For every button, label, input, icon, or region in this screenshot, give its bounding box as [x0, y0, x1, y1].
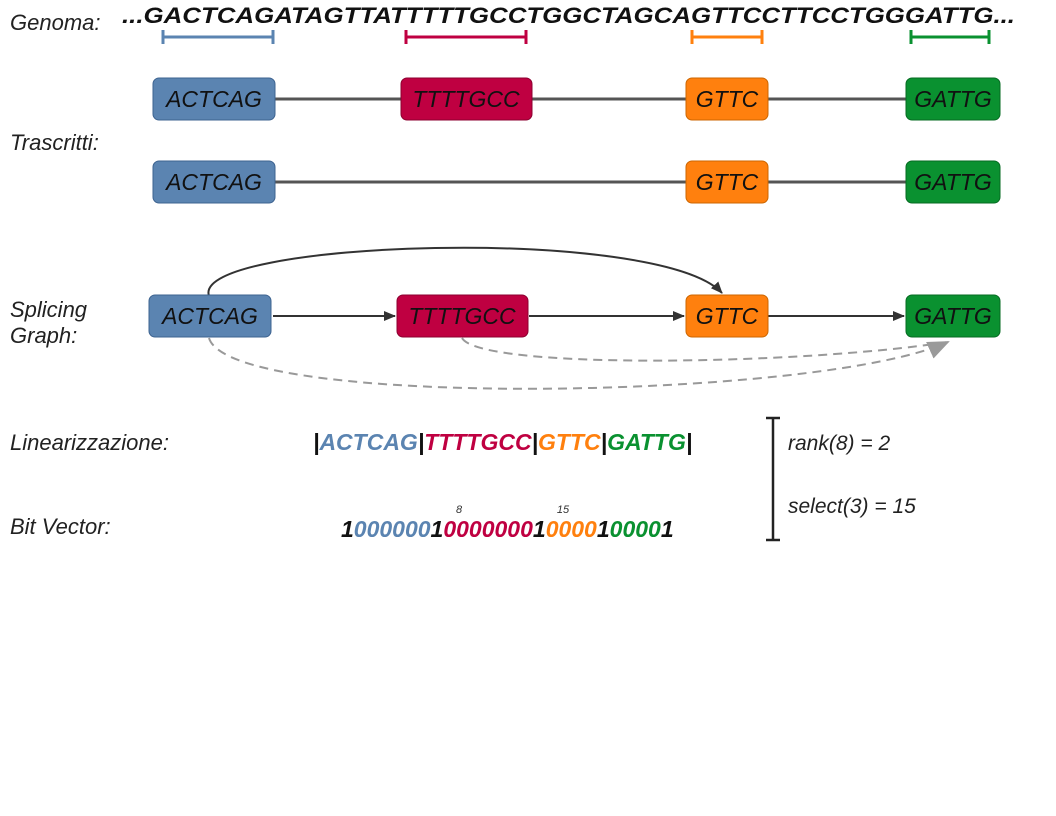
splicing-graph-edges [207, 246, 950, 390]
node-label: GATTG [914, 303, 992, 329]
bit-vector-string: 10000001000000010000100001 [341, 516, 674, 542]
separator: | [532, 429, 538, 455]
exon-label: ACTCAG [164, 86, 262, 112]
separator: | [418, 429, 424, 455]
operations-divider [766, 416, 780, 542]
node-gattg: GATTG [905, 294, 1001, 338]
bitvector-label: Bit Vector: [10, 514, 111, 539]
genome-exon-brackets [161, 30, 991, 44]
node-actcag: ACTCAG [148, 294, 272, 338]
bit-one: 1 [341, 516, 354, 542]
bit-one: 1 [661, 516, 674, 542]
separator: | [601, 429, 607, 455]
exon-label: TTTTGCC [412, 86, 520, 112]
separator: | [686, 429, 692, 455]
bit-marker-8: 8 [456, 504, 463, 516]
bracket-gattg [909, 30, 991, 44]
lin-segment-gttc: GTTC [538, 429, 601, 455]
transcript-2: ACTCAG GTTC GATTG [152, 160, 1001, 204]
bit-one: 1 [533, 516, 546, 542]
bit-marker-15: 15 [557, 504, 570, 516]
edge-actcag-gttc [207, 246, 723, 297]
lin-segment-gattg: GATTG [607, 429, 686, 455]
linearization-string: |ACTCAG|TTTTGCC|GTTC|GATTG| [313, 429, 692, 455]
bit-one: 1 [431, 516, 444, 542]
transcript-2-exon-actcag: ACTCAG [152, 160, 276, 204]
genome-sequence: ...GACTCAGATAGTTATTTTTGCCTGGCTAGCAGTTCCT… [122, 3, 1015, 28]
exon-label: GATTG [914, 86, 992, 112]
exon-label: GATTG [914, 169, 992, 195]
node-ttttgcc: TTTTGCC [396, 294, 529, 338]
bit-zeros-gattg: 0000 [610, 516, 661, 542]
bit-zeros-ttttgcc: 0000000 [443, 516, 533, 542]
bit-zeros-gttc: 0000 [546, 516, 597, 542]
exon-label: GTTC [696, 169, 759, 195]
lin-segment-actcag: ACTCAG [318, 429, 417, 455]
node-gttc: GTTC [685, 294, 769, 338]
bit-one: 1 [597, 516, 610, 542]
bit-zeros-actcag: 000000 [354, 516, 431, 542]
lin-segment-ttttgcc: TTTTGCC [424, 429, 532, 455]
bracket-ttttgcc [404, 30, 528, 44]
exon-label: ACTCAG [164, 169, 262, 195]
transcript-2-exon-gttc: GTTC [685, 160, 769, 204]
edge-ttttgcc-gattg-dashed [461, 337, 949, 362]
splicing-label-line2: Graph: [10, 323, 77, 348]
node-label: TTTTGCC [408, 303, 516, 329]
splicing-label-line1: Splicing [10, 297, 88, 322]
transcript-1-exon-actcag: ACTCAG [152, 77, 276, 121]
transcript-1-exon-gattg: GATTG [905, 77, 1001, 121]
linearization-label: Linearizzazione: [10, 430, 169, 455]
node-label: ACTCAG [160, 303, 258, 329]
transcripts-label: Trascritti: [10, 130, 99, 155]
splicing-graph-nodes: ACTCAG TTTTGCC GTTC GATTG [148, 294, 1001, 338]
transcript-1: ACTCAG TTTTGCC GTTC GATTG [152, 77, 1001, 121]
genome-label: Genoma: [10, 10, 101, 35]
bracket-gttc [690, 30, 764, 44]
node-label: GTTC [696, 303, 759, 329]
rank-formula: rank(8) = 2 [788, 432, 890, 455]
edge-actcag-gattg-dashed [208, 337, 950, 390]
transcript-2-exon-gattg: GATTG [905, 160, 1001, 204]
transcript-1-exon-ttttgcc: TTTTGCC [400, 77, 533, 121]
separator: | [313, 429, 319, 455]
exon-label: GTTC [696, 86, 759, 112]
bracket-actcag [161, 30, 275, 44]
transcript-1-exon-gttc: GTTC [685, 77, 769, 121]
select-formula: select(3) = 15 [788, 495, 916, 518]
